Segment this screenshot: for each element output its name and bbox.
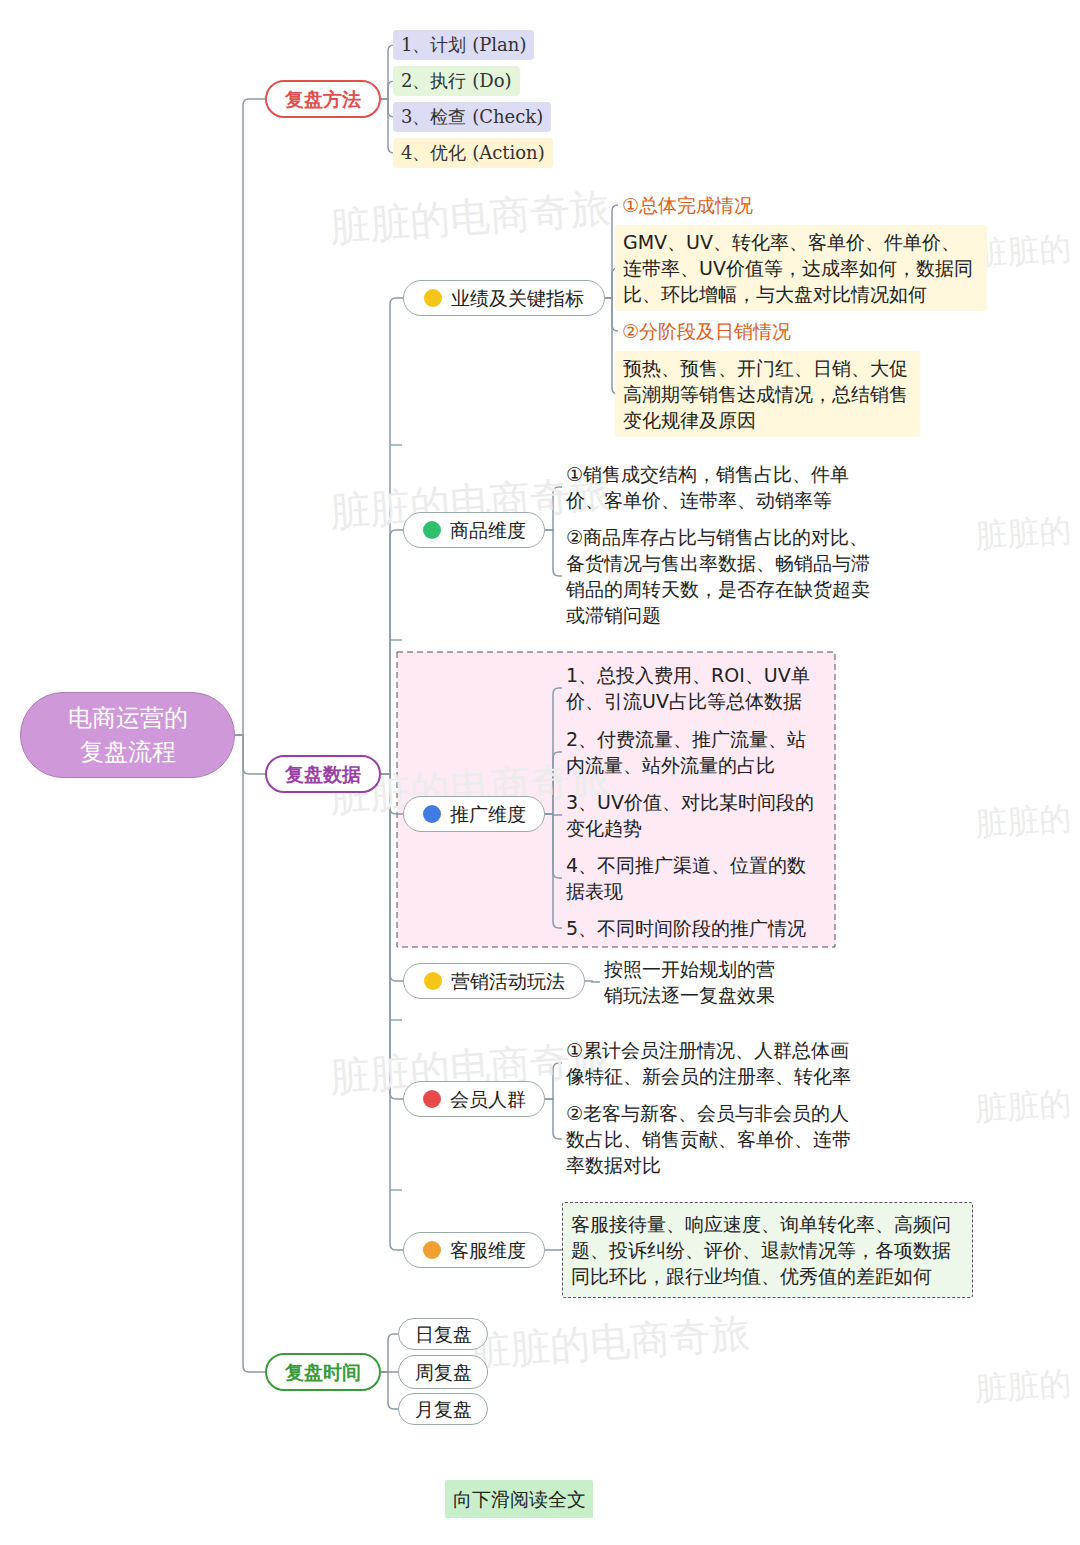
watermark: 脏脏的 (974, 1082, 1073, 1133)
detail-text: ①累计会员注册情况、人群总体画像特征、新会员的注册率、转化率 (562, 1035, 862, 1091)
node-label: ①销售成交结构，销售占比、件单价、客单价、连带率、动销率等 (566, 463, 849, 511)
node-label: 营销活动玩法 (451, 968, 565, 994)
node-label: 4、优化 (Action) (401, 142, 545, 163)
node-label: ①总体完成情况 (622, 194, 753, 216)
watermark: 脏脏的电商奇旅 (328, 180, 611, 254)
watermark: 脏脏的电商奇旅 (468, 1305, 751, 1379)
detail-text: 5、不同时间阶段的推广情况 (562, 913, 824, 943)
connector (235, 99, 265, 735)
node-label: 周复盘 (415, 1359, 472, 1385)
category-node: 复盘方法 (265, 80, 381, 118)
dimension-node: 营销活动玩法 (403, 963, 585, 999)
button-node: 向下滑阅读全文 (445, 1480, 593, 1518)
detail-text: ②商品库存占比与销售占比的对比、备货情况与售出率数据、畅销品与滞销品的周转天数，… (562, 522, 887, 630)
detail-text: 按照一开始规划的营销玩法逐一复盘效果 (600, 954, 795, 1010)
connector (235, 735, 265, 1372)
detail-text: 3、UV价值、对比某时间段的变化趋势 (562, 787, 824, 843)
period-node: 月复盘 (398, 1393, 488, 1425)
icon (423, 1241, 441, 1259)
detail-text: ②老客与新客、会员与非会员的人数占比、销售贡献、客单价、连带率数据对比 (562, 1098, 862, 1180)
step-node: 1、计划 (Plan) (393, 30, 534, 60)
node-label: ②分阶段及日销情况 (622, 320, 791, 342)
step-node: 4、优化 (Action) (393, 138, 553, 168)
detail-text: 4、不同推广渠道、位置的数据表现 (562, 850, 824, 906)
connector (381, 774, 403, 1250)
detail-text: GMV、UV、转化率、客单价、件单价、连带率、UV价值等，达成率如何，数据同比、… (615, 225, 987, 311)
watermark: 脏脏的 (974, 797, 1073, 848)
connector (235, 735, 265, 774)
step-node: 3、检查 (Check) (393, 102, 551, 132)
connector (381, 298, 403, 774)
node-label: 3、UV价值、对比某时间段的变化趋势 (566, 791, 814, 839)
node-label: 电商运营的复盘流程 (61, 701, 194, 769)
connector (381, 1334, 398, 1372)
connector (545, 814, 562, 928)
dimension-node: 推广维度 (403, 796, 545, 832)
node-label: 2、执行 (Do) (401, 70, 512, 91)
detail-text: 2、付费流量、推广流量、站内流量、站外流量的占比 (562, 724, 824, 780)
connector (585, 981, 600, 982)
watermark: 脏脏的 (974, 227, 1073, 278)
node-label: 推广维度 (450, 801, 526, 827)
connector (545, 530, 562, 576)
detail-text: 1、总投入费用、ROI、UV单价、引流UV占比等总体数据 (562, 660, 824, 716)
node-label: 月复盘 (415, 1396, 472, 1422)
node-label: 会员人群 (450, 1086, 526, 1112)
watermark: 脏脏的 (974, 509, 1073, 560)
period-node: 周复盘 (398, 1355, 488, 1389)
icon (423, 1090, 441, 1108)
dimension-node: 业绩及关键指标 (403, 280, 605, 316)
node-label: 按照一开始规划的营销玩法逐一复盘效果 (604, 958, 775, 1006)
watermark: 脏脏的 (974, 1362, 1073, 1413)
highlight-region (397, 652, 835, 947)
node-label: GMV、UV、转化率、客单价、件单价、连带率、UV价值等，达成率如何，数据同比、… (623, 231, 973, 305)
dimension-node: 会员人群 (403, 1081, 545, 1117)
node-label: 商品维度 (450, 517, 526, 543)
node-label: 5、不同时间阶段的推广情况 (566, 917, 806, 939)
section-heading: ②分阶段及日销情况 (618, 316, 918, 346)
detail-text: 预热、预售、开门红、日销、大促高潮期等销售达成情况，总结销售变化规律及原因 (615, 351, 920, 437)
step-node: 2、执行 (Do) (393, 66, 520, 96)
icon (424, 972, 442, 990)
category-node: 复盘数据 (265, 755, 381, 793)
category-node: 复盘时间 (265, 1353, 381, 1391)
node-label: 日复盘 (415, 1321, 472, 1347)
section-heading: ①总体完成情况 (618, 190, 918, 220)
node-label: 复盘方法 (285, 86, 361, 112)
node-label: 复盘时间 (285, 1359, 361, 1385)
node-label: 4、不同推广渠道、位置的数据表现 (566, 854, 806, 902)
root-node: 电商运营的复盘流程 (20, 692, 235, 778)
connector (381, 530, 403, 774)
node-label: 客服维度 (450, 1237, 526, 1263)
connector (545, 1249, 562, 1251)
connector (381, 1372, 398, 1409)
node-label: 1、总投入费用、ROI、UV单价、引流UV占比等总体数据 (566, 664, 810, 712)
detail-text: ①销售成交结构，销售占比、件单价、客单价、连带率、动销率等 (562, 459, 862, 515)
icon (423, 521, 441, 539)
node-label: 预热、预售、开门红、日销、大促高潮期等销售达成情况，总结销售变化规律及原因 (623, 357, 908, 431)
dimension-node: 客服维度 (403, 1232, 545, 1268)
node-label: 客服接待量、响应速度、询单转化率、高频问题、投诉纠纷、评价、退款情况等，各项数据… (571, 1213, 951, 1287)
node-label: 1、计划 (Plan) (401, 34, 526, 55)
node-label: 3、检查 (Check) (401, 106, 543, 127)
icon (424, 289, 442, 307)
node-label: ①累计会员注册情况、人群总体画像特征、新会员的注册率、转化率 (566, 1039, 851, 1087)
node-label: ②老客与新客、会员与非会员的人数占比、销售贡献、客单价、连带率数据对比 (566, 1102, 851, 1176)
node-label: 业绩及关键指标 (451, 285, 584, 311)
period-node: 日复盘 (398, 1318, 488, 1350)
icon (423, 805, 441, 823)
dimension-node: 商品维度 (403, 512, 545, 548)
detail-box: 客服接待量、响应速度、询单转化率、高频问题、投诉纠纷、评价、退款情况等，各项数据… (562, 1202, 973, 1298)
node-label: 复盘数据 (285, 761, 361, 787)
connector (545, 1099, 562, 1139)
node-label: 2、付费流量、推广流量、站内流量、站外流量的占比 (566, 728, 806, 776)
node-label: 向下滑阅读全文 (453, 1486, 586, 1512)
node-label: ②商品库存占比与销售占比的对比、备货情况与售出率数据、畅销品与滞销品的周转天数，… (566, 526, 870, 626)
